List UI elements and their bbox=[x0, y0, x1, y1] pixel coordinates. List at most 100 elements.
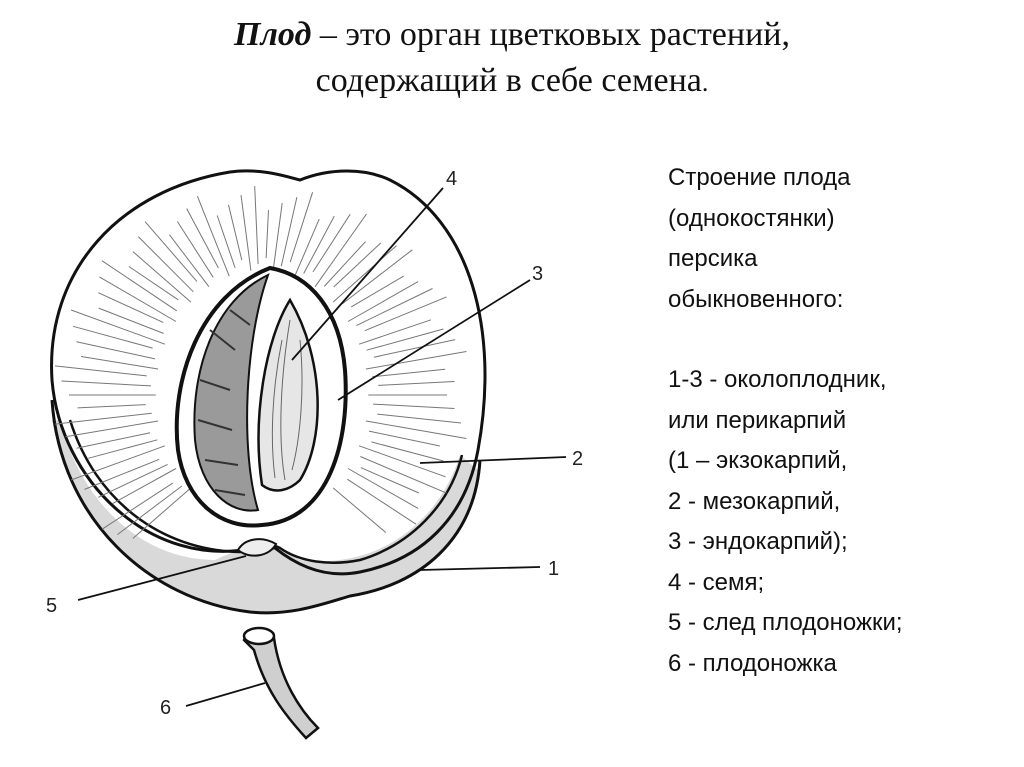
fibre-stroke bbox=[76, 432, 151, 449]
callout-line-4 bbox=[291, 187, 444, 361]
fibre-stroke bbox=[98, 307, 164, 334]
fibre-stroke bbox=[314, 213, 367, 287]
callout-line-5 bbox=[77, 555, 247, 601]
fibre-stroke bbox=[137, 236, 194, 293]
callout-label-5: 5 bbox=[46, 595, 57, 617]
fibre-stroke bbox=[358, 445, 446, 478]
fibre-stroke bbox=[272, 203, 283, 271]
fibre-stroke bbox=[240, 195, 252, 271]
mesocarp-boundary bbox=[68, 419, 464, 564]
fibre-stroke bbox=[112, 468, 177, 505]
fibre-stroke bbox=[332, 487, 387, 533]
fibre-stroke bbox=[373, 339, 456, 358]
exocarp bbox=[52, 420, 478, 613]
fibre-stroke bbox=[358, 319, 432, 345]
fibre-stroke bbox=[54, 412, 152, 425]
legend: Строение плода (однокостянки) персика об… bbox=[668, 158, 1018, 684]
legend-spacer bbox=[668, 320, 1018, 360]
fibre-stroke bbox=[101, 260, 177, 312]
fibre-stroke bbox=[364, 296, 447, 332]
fibre-stroke bbox=[365, 351, 467, 370]
fibre-stroke bbox=[72, 325, 153, 349]
fibre-stroke bbox=[366, 328, 444, 351]
fibre-stroke bbox=[323, 241, 366, 287]
legend-items: 1-3 - околоплодник, или перикарпий (1 – … bbox=[668, 360, 1018, 684]
title-period: . bbox=[701, 68, 709, 97]
fibre-stroke bbox=[132, 487, 192, 539]
fibre-stroke bbox=[289, 192, 314, 263]
fibre-stroke bbox=[98, 292, 164, 323]
fibre-stroke bbox=[280, 196, 298, 267]
fibre-stroke bbox=[360, 456, 447, 494]
fibre-stroke bbox=[117, 485, 183, 535]
title-line-1: Плод – это орган цветковых растений, bbox=[0, 12, 1024, 58]
fibre-stroke bbox=[98, 463, 168, 498]
fibre-stroke bbox=[216, 215, 236, 269]
fibre-stroke bbox=[101, 482, 174, 530]
fibre-stroke bbox=[368, 430, 440, 447]
fibre-stroke bbox=[294, 218, 320, 277]
callout-line-2 bbox=[419, 456, 567, 464]
fibre-stroke bbox=[347, 478, 417, 525]
fibre-stroke bbox=[265, 210, 269, 259]
fibre-stroke bbox=[347, 281, 419, 322]
fruit-outline bbox=[50, 169, 487, 576]
fibre-stroke bbox=[371, 441, 444, 462]
callout-label-3: 3 bbox=[532, 263, 543, 285]
page-title: Плод – это орган цветковых растений, сод… bbox=[0, 12, 1024, 106]
callout-line-1 bbox=[419, 566, 541, 571]
fibre-stroke bbox=[70, 309, 166, 345]
fibre-stroke bbox=[88, 439, 158, 459]
legend-heading-line: (однокостянки) bbox=[668, 204, 835, 232]
callout-line-6 bbox=[185, 682, 266, 707]
fibre-stroke bbox=[350, 275, 404, 308]
fibre-stroke bbox=[144, 221, 198, 282]
fibre-stroke bbox=[365, 420, 467, 439]
stalk-scar bbox=[236, 538, 278, 557]
fibre-stroke bbox=[372, 368, 446, 378]
fibre-stroke bbox=[99, 276, 177, 322]
fibre-stroke bbox=[303, 215, 335, 274]
fibre-stroke bbox=[312, 214, 351, 273]
legend-heading-line: персика bbox=[668, 245, 758, 272]
title-line-2: содержащий в себе семена. bbox=[0, 58, 1024, 106]
fibre-stroke bbox=[128, 266, 179, 301]
fibre-stroke bbox=[65, 420, 159, 438]
legend-item: 4 - семя; bbox=[668, 568, 765, 596]
fibre-stroke bbox=[378, 381, 455, 386]
fibre-stroke bbox=[377, 413, 462, 424]
fibre-stroke bbox=[54, 365, 147, 377]
fibre-stroke bbox=[84, 458, 160, 490]
callout-label-6: 6 bbox=[160, 697, 171, 719]
fibre-stroke bbox=[70, 445, 166, 481]
peduncle bbox=[242, 626, 320, 740]
legend-item: 5 - след плодоножки; bbox=[668, 609, 903, 636]
legend-item: 6 - плодоножка bbox=[668, 649, 837, 677]
fruit-bottom-outline bbox=[50, 399, 482, 615]
callout-label-4: 4 bbox=[446, 168, 457, 190]
callout-label-2: 2 bbox=[572, 448, 583, 470]
fibre-stroke bbox=[176, 221, 214, 278]
title-definition-part-2: содержащий в себе семена bbox=[315, 62, 702, 99]
fibre-stroke bbox=[61, 380, 151, 387]
fibre-stroke bbox=[186, 208, 219, 269]
callout-line-3 bbox=[337, 279, 531, 401]
legend-item: 1-3 - околоплодник, bbox=[668, 366, 887, 393]
fibre-stroke bbox=[356, 288, 433, 327]
legend-item: или перикарпий bbox=[668, 406, 847, 434]
legend-item: (1 – экзокарпий, bbox=[668, 447, 848, 474]
title-definition-part-1: – это орган цветковых растений, bbox=[311, 16, 790, 53]
fibre-stroke bbox=[333, 242, 382, 288]
fibre-stroke bbox=[80, 356, 159, 370]
legend-heading-line: обыкновенного: bbox=[668, 285, 844, 313]
legend-item: 3 - эндокарпий); bbox=[668, 528, 848, 555]
fibre-stroke bbox=[196, 196, 230, 277]
callout-lines bbox=[77, 187, 567, 707]
fibre-stroke bbox=[373, 403, 455, 409]
legend-item: 2 - мезокарпий, bbox=[668, 487, 841, 515]
fibre-stroke bbox=[169, 234, 210, 288]
legend-heading-line: Строение плода bbox=[668, 164, 851, 191]
seed-veins bbox=[271, 319, 303, 481]
fibre-stroke bbox=[341, 249, 413, 305]
